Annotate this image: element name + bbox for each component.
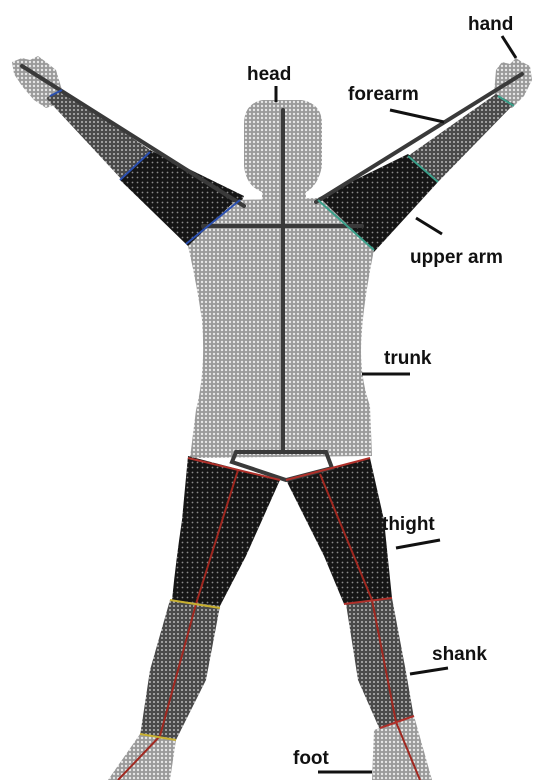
label-thigh: thight <box>382 514 435 535</box>
left-shank-shape <box>140 600 220 740</box>
right-thigh-shape <box>286 458 392 604</box>
label-forearm: forearm <box>348 84 419 105</box>
left-foot-shape <box>108 734 176 780</box>
label-shank: shank <box>432 644 487 665</box>
label-trunk: trunk <box>384 348 432 369</box>
label-foot: foot <box>293 748 330 769</box>
label-head: head <box>247 64 291 85</box>
right-shank-shape <box>346 598 414 730</box>
label-upper-arm: upper arm <box>410 247 503 268</box>
left-thigh-shape <box>172 456 280 606</box>
label-hand: hand <box>468 14 513 35</box>
